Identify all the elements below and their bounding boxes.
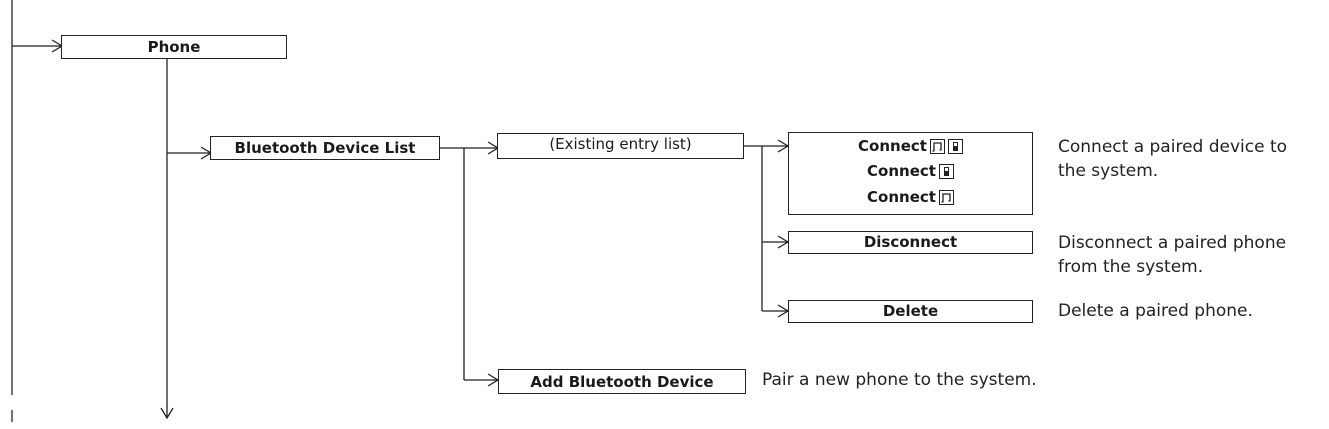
- phone-icon: [938, 164, 954, 183]
- music-icon: [929, 139, 945, 158]
- phone-icon: [947, 139, 963, 158]
- desc-line: Disconnect a paired phone: [1058, 233, 1287, 253]
- connect-label: Connect: [867, 188, 936, 206]
- music-icon: [938, 190, 954, 209]
- connect-box[interactable]: Connect Connect Connect: [788, 132, 1033, 215]
- desc-line: Pair a new phone to the system.: [762, 370, 1037, 390]
- add-description: Pair a new phone to the system.: [762, 368, 1037, 392]
- delete-box[interactable]: Delete: [788, 300, 1033, 323]
- connect-option-phone[interactable]: Connect: [789, 162, 1032, 183]
- connect-label: Connect: [867, 162, 936, 180]
- connect-option-music-phone[interactable]: Connect: [789, 137, 1032, 158]
- bluetooth-device-list-label: Bluetooth Device List: [234, 139, 416, 157]
- desc-line: from the system.: [1058, 257, 1204, 277]
- desc-line: the system.: [1058, 161, 1159, 181]
- delete-description: Delete a paired phone.: [1058, 299, 1253, 323]
- desc-line: Connect a paired device to: [1058, 137, 1288, 157]
- disconnect-label: Disconnect: [863, 233, 958, 251]
- bluetooth-device-list-box[interactable]: Bluetooth Device List: [210, 136, 440, 160]
- phone-box[interactable]: Phone: [61, 35, 287, 59]
- connect-label: Connect: [858, 137, 927, 155]
- existing-entry-list-box[interactable]: (Existing entry list): [497, 133, 744, 159]
- disconnect-box[interactable]: Disconnect: [788, 231, 1033, 254]
- connect-option-music[interactable]: Connect: [789, 188, 1032, 209]
- delete-label: Delete: [882, 302, 939, 320]
- connect-description: Connect a paired device to the system.: [1058, 135, 1287, 183]
- phone-label: Phone: [147, 38, 201, 56]
- add-bluetooth-device-label: Add Bluetooth Device: [530, 373, 714, 391]
- arrowhead-down: [160, 407, 174, 420]
- existing-entry-list-label: (Existing entry list): [549, 135, 692, 153]
- disconnect-description: Disconnect a paired phone from the syste…: [1058, 231, 1286, 279]
- add-bluetooth-device-box[interactable]: Add Bluetooth Device: [498, 369, 746, 394]
- desc-line: Delete a paired phone.: [1058, 301, 1253, 321]
